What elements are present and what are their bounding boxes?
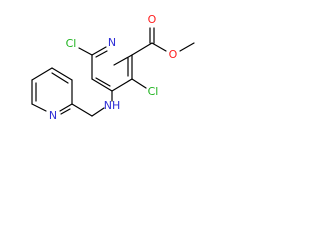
methyl-ester-group bbox=[131, 27, 195, 56]
central-pyridine-ring bbox=[91, 46, 133, 92]
atom-nh: NH bbox=[104, 99, 121, 112]
pyridyl-ring bbox=[31, 67, 73, 115]
bond-nh-ch2 bbox=[91, 107, 105, 117]
molecule-drawing: Cl Cl N O O NH N bbox=[31, 13, 195, 122]
atom-n-pyridyl: N bbox=[49, 109, 57, 122]
bond-c6-cl bbox=[78, 47, 93, 56]
atom-cl-c3: Cl bbox=[148, 85, 159, 98]
bond-c6-n1-double bbox=[95, 50, 108, 58]
bond-c3-cl bbox=[131, 78, 147, 89]
bond-c3-c4 bbox=[111, 78, 133, 92]
bond-py-c4-c3-double bbox=[51, 72, 69, 84]
bond-py-c4-c3 bbox=[51, 67, 73, 81]
bond-py-c2-n-double bbox=[60, 108, 71, 115]
bond-c4-c5-double bbox=[95, 77, 111, 87]
atom-n-ring: N bbox=[108, 36, 116, 49]
bond-c2-carbonyl bbox=[131, 42, 153, 56]
structure-canvas: Cl Cl N O O NH N bbox=[0, 0, 208, 148]
bond-py-c2-n bbox=[59, 103, 73, 112]
bond-n1-c2 bbox=[113, 54, 133, 66]
bond-py-n-c6 bbox=[31, 103, 47, 112]
bond-c4-c5 bbox=[91, 78, 113, 92]
atom-cl-c6: Cl bbox=[66, 37, 77, 50]
bond-carbonyl-o-ester bbox=[151, 42, 167, 52]
bond-ch2-pyridyl bbox=[71, 103, 93, 117]
bond-c6-n1 bbox=[91, 46, 107, 56]
bond-o-methyl bbox=[179, 42, 195, 52]
bond-py-c5-c4 bbox=[31, 67, 53, 81]
atom-o-carbonyl: O bbox=[148, 13, 157, 26]
atom-o-ester: O bbox=[169, 48, 178, 61]
